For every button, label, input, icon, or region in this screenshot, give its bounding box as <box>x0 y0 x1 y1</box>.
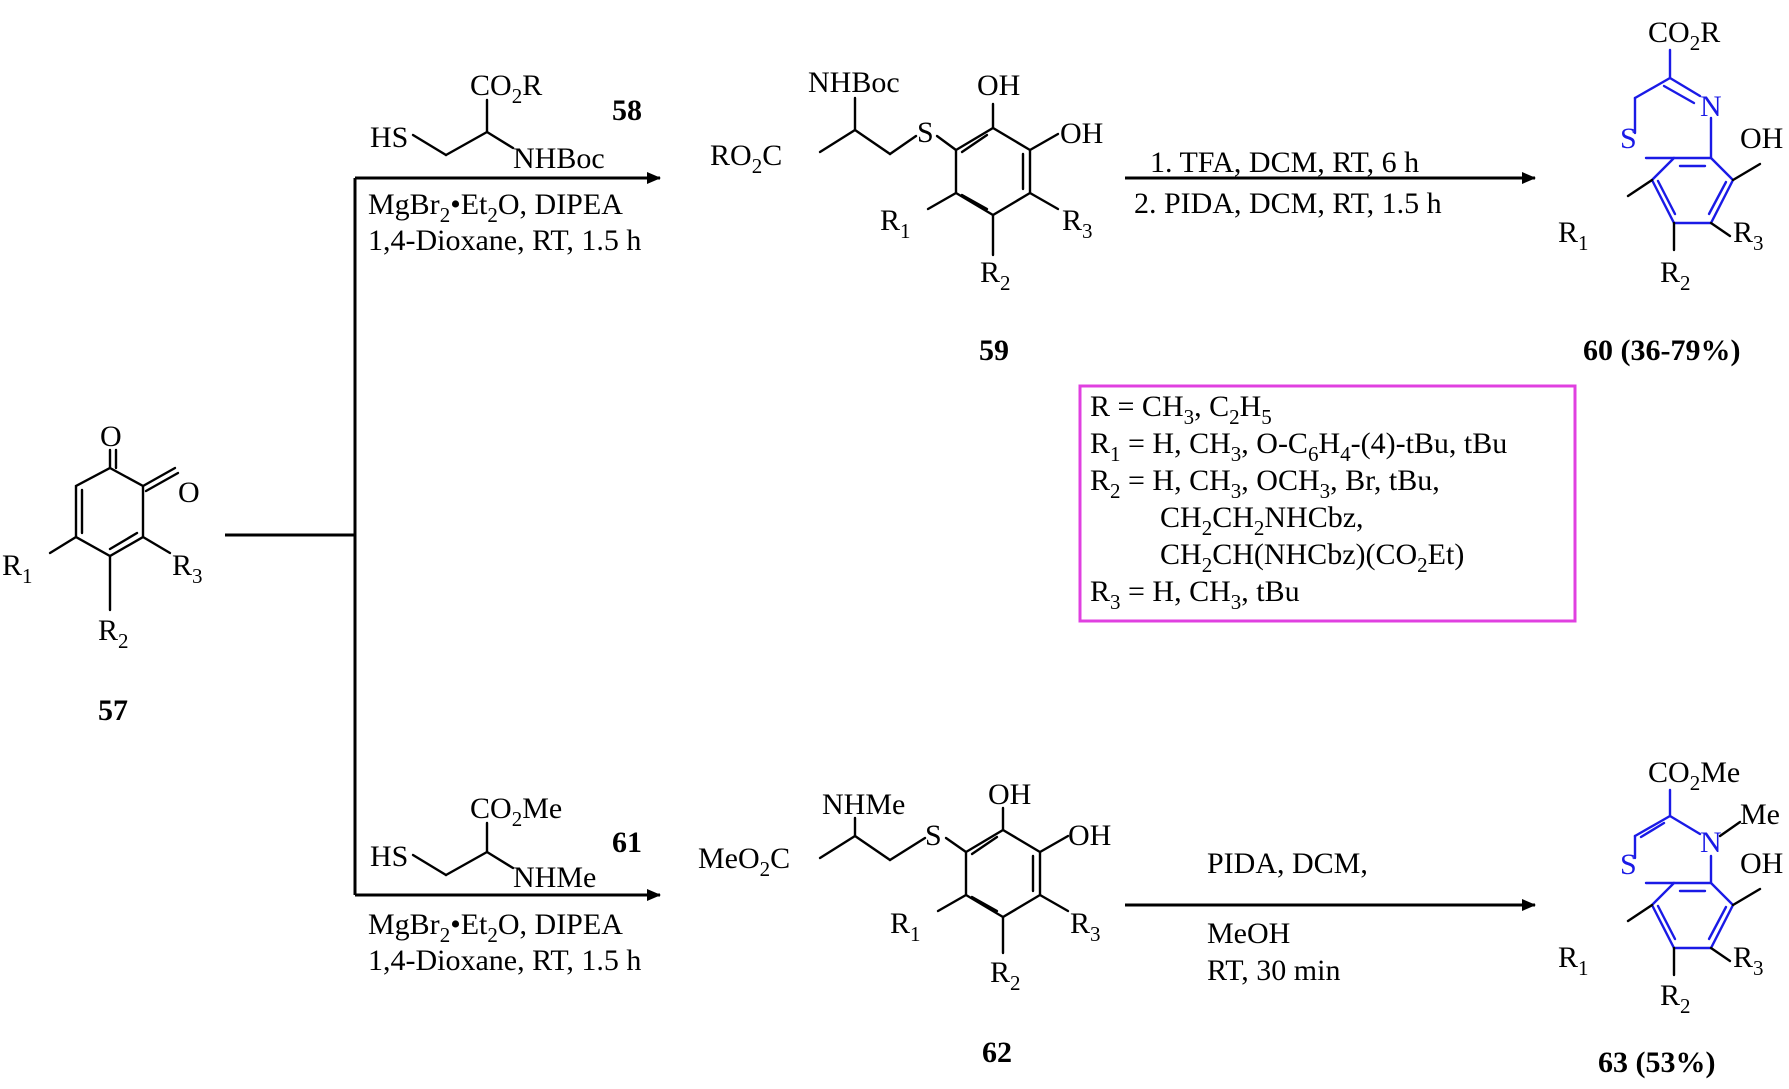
nhboc-group: NHBoc <box>513 142 605 175</box>
co2r-group: CO2R <box>470 69 542 108</box>
sulfur-atom: S <box>1620 848 1637 881</box>
top-conditions: MgBr2•Et2O, DIPEA 1,4-Dioxane, RT, 1.5 h <box>368 188 641 257</box>
r2-definition-cont-2: CH2CH(NHCbz)(CO2Et) <box>1160 538 1464 577</box>
co2me-group: CO2Me <box>470 792 562 831</box>
methyl-group: Me <box>1740 798 1780 831</box>
reagent-61: CO2Me HS NHMe 61 <box>370 792 642 894</box>
compound-label-58: 58 <box>612 94 642 127</box>
compound-label-59: 59 <box>979 334 1009 367</box>
reagent-58: CO2R HS NHBoc 58 <box>370 69 642 175</box>
compound-label-61: 61 <box>612 826 642 859</box>
r2-label: R2 <box>990 956 1021 995</box>
substituent-definitions: R = CH3, C2H5 R1 = H, CH3, O-C6H4-(4)-tB… <box>1078 384 1577 623</box>
branch-connector <box>225 172 661 901</box>
conditions-line-2: 1,4-Dioxane, RT, 1.5 h <box>368 224 641 257</box>
r2-definition: R2 = H, CH3, OCH3, Br, tBu, <box>1090 464 1440 503</box>
r2-definition-cont-1: CH2CH2NHCbz, <box>1160 501 1364 540</box>
r1-label: R1 <box>880 204 911 243</box>
compound-label-63: 63 (53%) <box>1598 1046 1715 1079</box>
r2-label: R2 <box>1660 979 1691 1018</box>
r3-label: R3 <box>1733 216 1764 255</box>
nhboc-group: NHBoc <box>808 66 900 99</box>
nhme-group: NHMe <box>513 861 596 894</box>
r3-label: R3 <box>1733 941 1764 980</box>
r3-label: R3 <box>1070 907 1101 946</box>
compound-57: O O R1 R3 R2 57 <box>2 420 203 727</box>
compound-59: NHBoc RO2C S OH OH R1 R3 R2 59 <box>710 66 1103 367</box>
r1-label: R1 <box>1558 216 1589 255</box>
compound-60: CO2R N S OH R1 R3 R2 60 (36-79%) <box>1558 16 1783 367</box>
r2-label: R2 <box>1660 256 1691 295</box>
step-line-2: MeOH <box>1207 917 1290 950</box>
r1-label: R1 <box>2 549 33 588</box>
r-definition: R = CH3, C2H5 <box>1090 390 1272 429</box>
hydroxyl-group: OH <box>1060 117 1103 150</box>
r1-label: R1 <box>890 907 921 946</box>
co2r-group: CO2R <box>1648 16 1720 55</box>
top-step: 1. TFA, DCM, RT, 6 h 2. PIDA, DCM, RT, 1… <box>1125 146 1536 220</box>
r3-label: R3 <box>172 549 203 588</box>
hs-group: HS <box>370 121 408 154</box>
hydroxyl-group: OH <box>1740 847 1783 880</box>
r1-definition: R1 = H, CH3, O-C6H4-(4)-tBu, tBu <box>1090 427 1507 466</box>
r3-label: R3 <box>1062 204 1093 243</box>
hydroxyl-group: OH <box>1068 819 1111 852</box>
step-line-2: 2. PIDA, DCM, RT, 1.5 h <box>1134 187 1442 220</box>
compound-62: NHMe MeO2C S OH OH R1 R3 R2 62 <box>698 778 1111 1069</box>
conditions-line-1: MgBr2•Et2O, DIPEA <box>368 908 623 947</box>
sulfur-atom: S <box>917 116 934 149</box>
conditions-line-1: MgBr2•Et2O, DIPEA <box>368 188 623 227</box>
step-line-1: 1. TFA, DCM, RT, 6 h <box>1150 146 1419 179</box>
compound-63: CO2Me N Me S OH R1 R3 R2 63 (53%) <box>1558 756 1783 1079</box>
nitrogen-atom: N <box>1700 90 1722 123</box>
hydroxyl-group: OH <box>1740 122 1783 155</box>
hs-group: HS <box>370 840 408 873</box>
ester-group: MeO2C <box>698 842 790 881</box>
step-line-1: PIDA, DCM, <box>1207 847 1368 880</box>
oxygen-label: O <box>178 476 200 509</box>
hydroxyl-group: OH <box>977 69 1020 102</box>
nhme-group: NHMe <box>822 788 905 821</box>
compound-label-57: 57 <box>98 694 128 727</box>
nitrogen-atom: N <box>1700 826 1722 859</box>
r1-label: R1 <box>1558 941 1589 980</box>
sulfur-atom: S <box>1620 122 1637 155</box>
compound-label-60: 60 (36-79%) <box>1583 334 1740 367</box>
conditions-line-2: 1,4-Dioxane, RT, 1.5 h <box>368 944 641 977</box>
hydroxyl-group: OH <box>988 778 1031 811</box>
compound-label-62: 62 <box>982 1036 1012 1069</box>
r3-definition: R3 = H, CH3, tBu <box>1090 575 1300 614</box>
r2-label: R2 <box>980 256 1011 295</box>
bottom-step: PIDA, DCM, MeOH RT, 30 min <box>1125 847 1536 987</box>
co2me-group: CO2Me <box>1648 756 1740 795</box>
r2-label: R2 <box>98 614 129 653</box>
ester-group: RO2C <box>710 139 782 178</box>
step-line-3: RT, 30 min <box>1207 954 1340 987</box>
sulfur-atom: S <box>925 819 942 852</box>
bottom-conditions: MgBr2•Et2O, DIPEA 1,4-Dioxane, RT, 1.5 h <box>368 908 641 977</box>
oxygen-label: O <box>100 420 122 453</box>
